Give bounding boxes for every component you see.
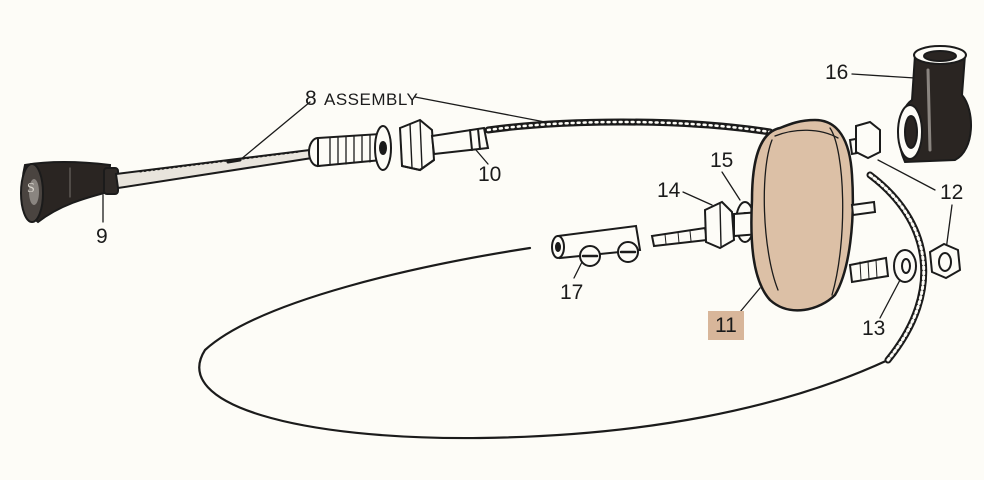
label-9: 9	[96, 225, 108, 248]
outer-cable-texture	[486, 120, 772, 134]
control-rod	[114, 148, 314, 190]
leader-10	[475, 149, 489, 165]
lock-washer	[893, 249, 917, 283]
leader-8-b	[414, 96, 546, 123]
leader-12	[877, 159, 936, 191]
flexible-conduit-texture	[868, 173, 926, 362]
switch-spindle	[650, 200, 761, 250]
label-12: 12	[940, 181, 964, 204]
cable-ferrule	[430, 126, 490, 156]
label-8: 8	[305, 87, 317, 110]
leader-14	[682, 191, 713, 206]
leader-11	[739, 287, 761, 313]
threaded-bush	[308, 132, 384, 168]
leader-13	[879, 279, 901, 319]
label-14: 14	[657, 179, 681, 202]
leader-17	[573, 261, 583, 279]
switch-body	[750, 118, 855, 312]
label-10: 10	[478, 163, 502, 186]
leader-16	[851, 73, 916, 79]
label-16: 16	[825, 61, 849, 84]
label-15: 15	[710, 149, 734, 172]
bush-nut	[398, 118, 436, 172]
label-13: 13	[862, 317, 886, 340]
elbow-connector	[897, 45, 972, 164]
knob-marking: S	[27, 181, 35, 196]
label-11-highlighted: 11	[708, 311, 744, 340]
terminal-studs	[848, 120, 890, 284]
leader-15	[721, 171, 741, 201]
cable-trunnion	[551, 224, 642, 267]
hex-nut	[928, 242, 962, 280]
leader-12-b	[945, 204, 953, 251]
label-assembly: ASSEMBLY	[324, 90, 419, 109]
pull-knob	[20, 160, 119, 224]
label-17: 17	[560, 281, 584, 304]
inner-cable-wire	[198, 246, 890, 440]
leader-8-a	[239, 101, 311, 161]
